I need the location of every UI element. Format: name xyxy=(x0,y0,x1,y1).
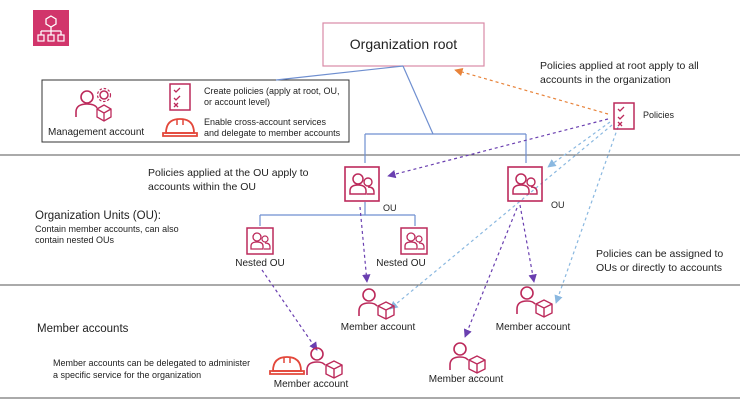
ou-section-desc-1: Contain member accounts, can also xyxy=(35,224,179,234)
enable-services-text-1: Enable cross-account services xyxy=(204,117,327,127)
ou-right-label: OU xyxy=(551,200,565,210)
member-account-icon-1 xyxy=(358,288,395,320)
policies-label: Policies xyxy=(643,110,675,120)
organization-root-box xyxy=(322,22,485,67)
ou2-account-arrow-1 xyxy=(519,204,537,283)
ou-policy-arrow-2 xyxy=(547,121,611,168)
member-account-icon-2 xyxy=(516,286,553,318)
delegate-hard-hat-icon xyxy=(269,356,305,375)
ou-right-icon xyxy=(507,166,543,202)
root-note-2: accounts in the organization xyxy=(540,74,671,86)
organization-root-title: Organization root xyxy=(349,36,458,52)
root-policy-arrow xyxy=(454,68,609,115)
member-account-label-3: Member account xyxy=(428,374,504,385)
management-account-box xyxy=(41,79,350,143)
ou-section-heading: Organization Units (OU): xyxy=(35,210,161,222)
enable-services-text-2: and delegate to member accounts xyxy=(204,128,341,138)
member-account-label-2: Member account xyxy=(495,322,571,333)
organization-badge-icon xyxy=(33,10,69,46)
ou-left-icon xyxy=(344,166,380,202)
member-account-icon-3 xyxy=(449,342,486,374)
member-section-heading: Member accounts xyxy=(37,323,129,335)
create-policies-text-2: or account level) xyxy=(204,97,271,107)
nested-ou-left-label: Nested OU xyxy=(235,258,285,269)
hierarchy-lines xyxy=(259,65,527,226)
member-account-label-4: Member account xyxy=(273,379,349,390)
delegate-note-1: Member accounts can be delegated to admi… xyxy=(53,358,251,368)
nested-ou-left-icon xyxy=(246,227,274,255)
ou2-account-arrow-2 xyxy=(463,207,518,338)
nested-ou-right-icon xyxy=(400,227,428,255)
member-account-label-1: Member account xyxy=(340,322,416,333)
ou-left-label: OU xyxy=(383,203,397,213)
delegate-note-2: a specific service for the organization xyxy=(53,370,202,380)
ou-policy-arrow xyxy=(387,118,609,179)
nested-account-arrow xyxy=(261,269,318,351)
ou-account-arrow xyxy=(359,206,371,283)
ou-note-1: Policies applied at the OU apply to xyxy=(148,167,309,179)
root-note-1: Policies applied at root apply to all xyxy=(540,60,699,72)
ou-section-desc-2: contain nested OUs xyxy=(35,235,115,245)
nested-ou-right-label: Nested OU xyxy=(376,258,426,269)
management-account-icon xyxy=(75,87,112,122)
assign-note-2: OUs or directly to accounts xyxy=(596,262,723,274)
create-policies-text-1: Create policies (apply at root, OU, xyxy=(204,86,340,96)
account-policy-arrow-2 xyxy=(554,126,619,304)
member-account-icon-4 xyxy=(306,347,343,379)
assign-note-1: Policies can be assigned to xyxy=(596,248,724,260)
account-policy-arrow-1 xyxy=(389,124,613,310)
management-account-label: Management account xyxy=(48,127,145,138)
ou-note-2: accounts within the OU xyxy=(148,181,256,193)
policies-icon xyxy=(613,102,635,130)
